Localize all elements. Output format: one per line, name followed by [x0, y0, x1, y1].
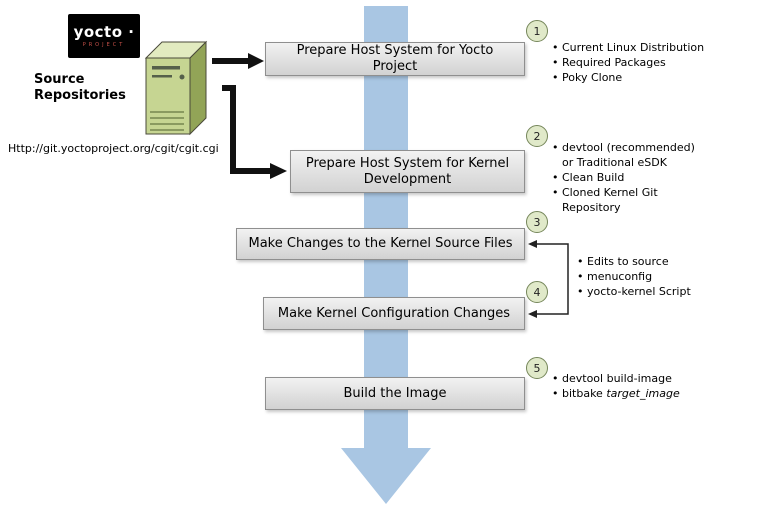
bullet-item: Edits to source	[576, 254, 716, 269]
bullet-item: devtool (recommended) or Traditional eSD…	[551, 140, 709, 170]
bullet-item: Poky Clone	[551, 70, 731, 85]
step-box-5-label: Build the Image	[343, 385, 447, 401]
bullet-item: Required Packages	[551, 55, 731, 70]
step-box-1: Prepare Host System for Yocto Project	[265, 42, 525, 76]
bullet-item: yocto-kernel Script	[576, 284, 716, 299]
bullet-item: Cloned Kernel Git Repository	[551, 185, 709, 215]
steps-3-4-shared-bullet-list: Edits to source menuconfig yocto-kernel …	[576, 254, 716, 299]
step-box-4: Make Kernel Configuration Changes	[263, 297, 525, 330]
step-number-badge-1: 1	[526, 20, 548, 42]
step-box-3: Make Changes to the Kernel Source Files	[236, 228, 525, 260]
step-box-2: Prepare Host System for Kernel Developme…	[290, 150, 525, 193]
step-box-2-label: Prepare Host System for Kernel Developme…	[305, 155, 510, 187]
arrow-server-to-step1	[212, 53, 264, 69]
step-number-badge-5: 5	[526, 357, 548, 379]
bullet-item: bitbake target_image	[551, 386, 721, 401]
yocto-logo-wordmark: yocto ·	[73, 23, 135, 41]
bullet-item: devtool build-image	[551, 371, 721, 386]
bullet-item: menuconfig	[576, 269, 716, 284]
step-box-3-label: Make Changes to the Kernel Source Files	[248, 236, 513, 251]
step-box-4-label: Make Kernel Configuration Changes	[277, 305, 511, 321]
step-5-bullet-list: devtool build-image bitbake target_image	[551, 371, 721, 401]
bullet-text: devtool build-image	[562, 372, 672, 385]
step-2-bullet-list: devtool (recommended) or Traditional eSD…	[551, 140, 709, 215]
step-number-badge-2: 2	[526, 125, 548, 147]
arrow-server-to-step2	[222, 85, 287, 179]
bullet-text: bitbake	[562, 387, 607, 400]
step-box-1-label: Prepare Host System for Yocto Project	[296, 43, 494, 74]
bullet-item: Clean Build	[551, 170, 709, 185]
source-repositories-label: Source Repositories	[34, 72, 126, 103]
yocto-logo-subtext: PROJECT	[82, 42, 126, 48]
source-repository-server-icon	[144, 40, 208, 136]
yocto-logo: yocto · PROJECT	[68, 14, 140, 58]
step-box-5: Build the Image	[265, 377, 525, 410]
step-1-bullet-list: Current Linux Distribution Required Pack…	[551, 40, 731, 85]
bullet-item: Current Linux Distribution	[551, 40, 731, 55]
connector-steps-3-4	[528, 240, 569, 318]
step-number-badge-4: 4	[526, 281, 548, 303]
bullet-text-italic: target_image	[606, 387, 680, 400]
step-number-badge-3: 3	[526, 211, 548, 233]
source-repositories-url: Http://git.yoctoproject.org/cgit/cgit.cg…	[8, 142, 219, 155]
